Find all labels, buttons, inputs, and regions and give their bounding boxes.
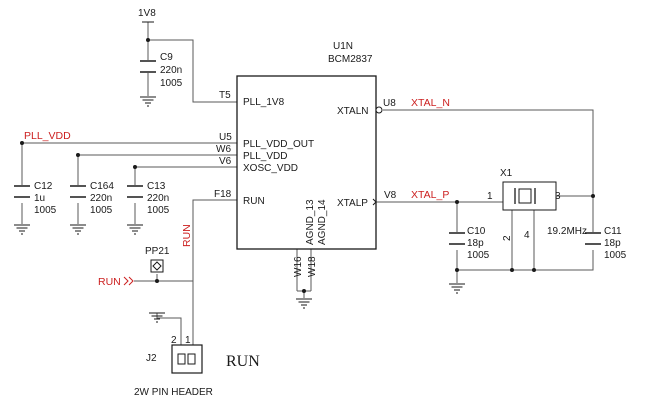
- header-ref: J2: [146, 353, 157, 364]
- pinnum-u8: U8: [383, 98, 396, 109]
- header-pin2: 2: [171, 335, 177, 346]
- ground-symbol: [13, 224, 31, 235]
- pin-pll-vdd: PLL_VDD: [243, 151, 287, 162]
- c12-ref: C12: [34, 181, 53, 192]
- chip-body: [236, 75, 377, 250]
- capacitor-c13: C13 220n 1005: [127, 181, 170, 216]
- testpoint-pad: [150, 259, 164, 273]
- pinnum-u5: U5: [219, 132, 232, 143]
- pinnum-v6: V6: [219, 156, 232, 167]
- header-body: [171, 344, 203, 374]
- net-labels: PLL_VDD XTAL_N XTAL_P RUN RUN: [24, 97, 450, 288]
- net-xtal-n: XTAL_N: [411, 97, 450, 109]
- crystal-x1: X1 1 3 2 4 19.2MHz: [487, 168, 587, 241]
- pin-xosc-vdd: XOSC_VDD: [243, 163, 298, 174]
- crystal-pin4: 4: [524, 230, 530, 241]
- xtaln-bubble: [375, 106, 383, 114]
- wires: [21, 22, 594, 345]
- pinnum-w16: W16: [293, 256, 304, 277]
- testpoint-diamond-icon: [152, 261, 162, 271]
- header-big-label: RUN: [226, 353, 260, 370]
- crystal-ref: X1: [500, 168, 513, 179]
- c13-value: 220n: [147, 193, 169, 204]
- pinnum-w6: W6: [216, 144, 231, 155]
- c9-ref: C9: [160, 52, 173, 63]
- pin-pll-1v8: PLL_1V8: [243, 97, 285, 108]
- testpoint-ref: PP21: [145, 246, 170, 257]
- c10-ref: C10: [467, 226, 486, 237]
- capacitor-c12: C12 1u 1005: [14, 181, 57, 216]
- capacitor-c164: C164 220n 1005: [70, 181, 114, 216]
- c12-size: 1005: [34, 205, 57, 216]
- c164-size: 1005: [90, 205, 113, 216]
- c12-value: 1u: [34, 193, 45, 204]
- xtalp-marker: [372, 198, 377, 206]
- power-1v8: 1V8: [138, 8, 156, 23]
- crystal-pin3: 3: [555, 191, 561, 202]
- net-xtal-p: XTAL_P: [411, 189, 449, 201]
- pinnum-t5: T5: [219, 90, 231, 101]
- c11-value: 18p: [604, 238, 621, 249]
- pinnum-v8: V8: [384, 190, 397, 201]
- capacitor-c11: C11 18p 1005: [585, 226, 627, 261]
- power-1v8-label: 1V8: [138, 8, 156, 19]
- c164-ref: C164: [90, 181, 114, 192]
- c164-value: 220n: [90, 193, 112, 204]
- c9-size: 1005: [160, 78, 183, 89]
- c13-size: 1005: [147, 205, 170, 216]
- ground-symbol: [448, 283, 466, 294]
- pin-run: RUN: [243, 196, 265, 207]
- net-run: RUN: [98, 276, 121, 288]
- pin-agnd-13: AGND_13: [305, 199, 316, 245]
- net-pll-vdd: PLL_VDD: [24, 130, 71, 142]
- testpoint-pp21: PP21: [145, 246, 170, 273]
- c11-size: 1005: [604, 250, 627, 261]
- chip-part: BCM2837: [328, 54, 373, 65]
- junctions: [20, 38, 595, 293]
- ground-symbol: [295, 298, 313, 309]
- crystal-freq: 19.2MHz: [547, 226, 587, 237]
- c13-ref: C13: [147, 181, 166, 192]
- pinnum-w18: W18: [307, 256, 318, 277]
- pin-pll-vdd-out: PLL_VDD_OUT: [243, 139, 314, 150]
- pin-xtaln: XTALN: [337, 106, 369, 117]
- c10-value: 18p: [467, 238, 484, 249]
- pin-agnd-14: AGND_14: [317, 199, 328, 245]
- capacitor-c10: C10 18p 1005: [449, 226, 490, 261]
- net-run-vertical: RUN: [181, 224, 193, 247]
- c10-size: 1005: [467, 250, 490, 261]
- ground-symbol: [69, 224, 87, 235]
- pin-xtalp: XTALP: [337, 198, 368, 209]
- pinnum-f18: F18: [214, 189, 232, 200]
- header-desc: 2W PIN HEADER: [134, 387, 213, 398]
- crystal-pin2: 2: [502, 235, 513, 241]
- header-pin1: 1: [185, 335, 191, 346]
- crystal-pin1: 1: [487, 191, 493, 202]
- capacitor-c9: C9 220n 1005: [140, 52, 183, 89]
- c11-ref: C11: [604, 226, 622, 237]
- c9-value: 220n: [160, 65, 182, 76]
- chip-ref: U1N: [333, 41, 353, 52]
- chip-u1n: U1N BCM2837 PLL_1V8 PLL_VDD_OUT PLL_VDD …: [214, 41, 397, 277]
- run-connector-icon: [123, 276, 134, 286]
- header-j2: 2 1 J2 2W PIN HEADER RUN: [134, 335, 260, 398]
- ground-symbol: [126, 224, 144, 235]
- ground-symbol: [139, 96, 157, 107]
